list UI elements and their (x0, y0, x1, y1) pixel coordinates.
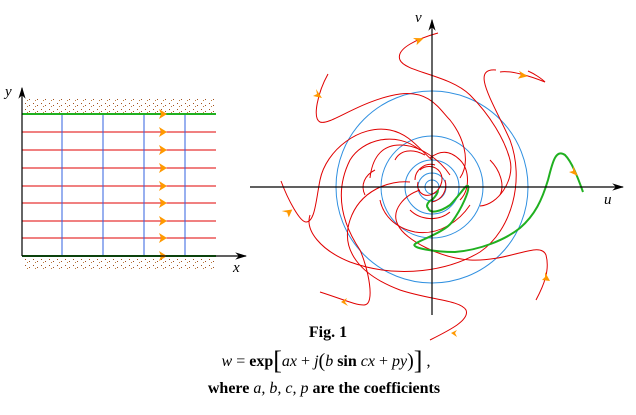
formula-cx: cx (360, 353, 375, 370)
figure-where-line: where a, b, c, p are the coefficients (6, 380, 636, 398)
formula-b: b (325, 353, 334, 370)
figure-formula: w = exp[ax + j(b sin cx + py)] , (8, 346, 636, 376)
where-suffix: are the coefficients (308, 380, 441, 397)
formula-sin: sin (333, 353, 361, 370)
upper-wall-hatch (22, 98, 216, 114)
streamlines (22, 131, 216, 239)
formula-j: j (314, 353, 319, 370)
highlight-curve (413, 152, 584, 254)
formula-left-bracket: [ (273, 346, 282, 375)
where-prefix: where (207, 380, 254, 397)
where-variables: a, b, c, p (253, 380, 309, 397)
left-panel-xy-plane: y x (3, 84, 248, 276)
formula-py: py (392, 353, 408, 370)
spiral-arrow-icons (281, 37, 578, 337)
formula-plus: + (297, 353, 315, 370)
v-axis-label: v (415, 10, 422, 26)
right-panel-uv-plane: v u (250, 10, 625, 341)
formula-left-paren: ( (318, 350, 326, 372)
y-axis-label: y (3, 84, 12, 100)
formula-right-bracket: ] (413, 346, 423, 375)
formula-comma: , (422, 353, 431, 370)
formula-exp: exp (249, 353, 274, 370)
x-axis-label: x (232, 260, 240, 276)
lower-wall-hatch (22, 256, 216, 271)
equipotential-lines (61, 114, 186, 256)
formula-ax: ax (281, 353, 298, 370)
formula-right-paren: ) (407, 350, 414, 372)
u-axis-label: u (604, 192, 612, 208)
figure-caption-title: Fig. 1 (308, 324, 348, 341)
formula-lhs: w (221, 353, 233, 370)
formula-equals: = (232, 353, 250, 370)
formula-plus-2: + (374, 353, 392, 370)
